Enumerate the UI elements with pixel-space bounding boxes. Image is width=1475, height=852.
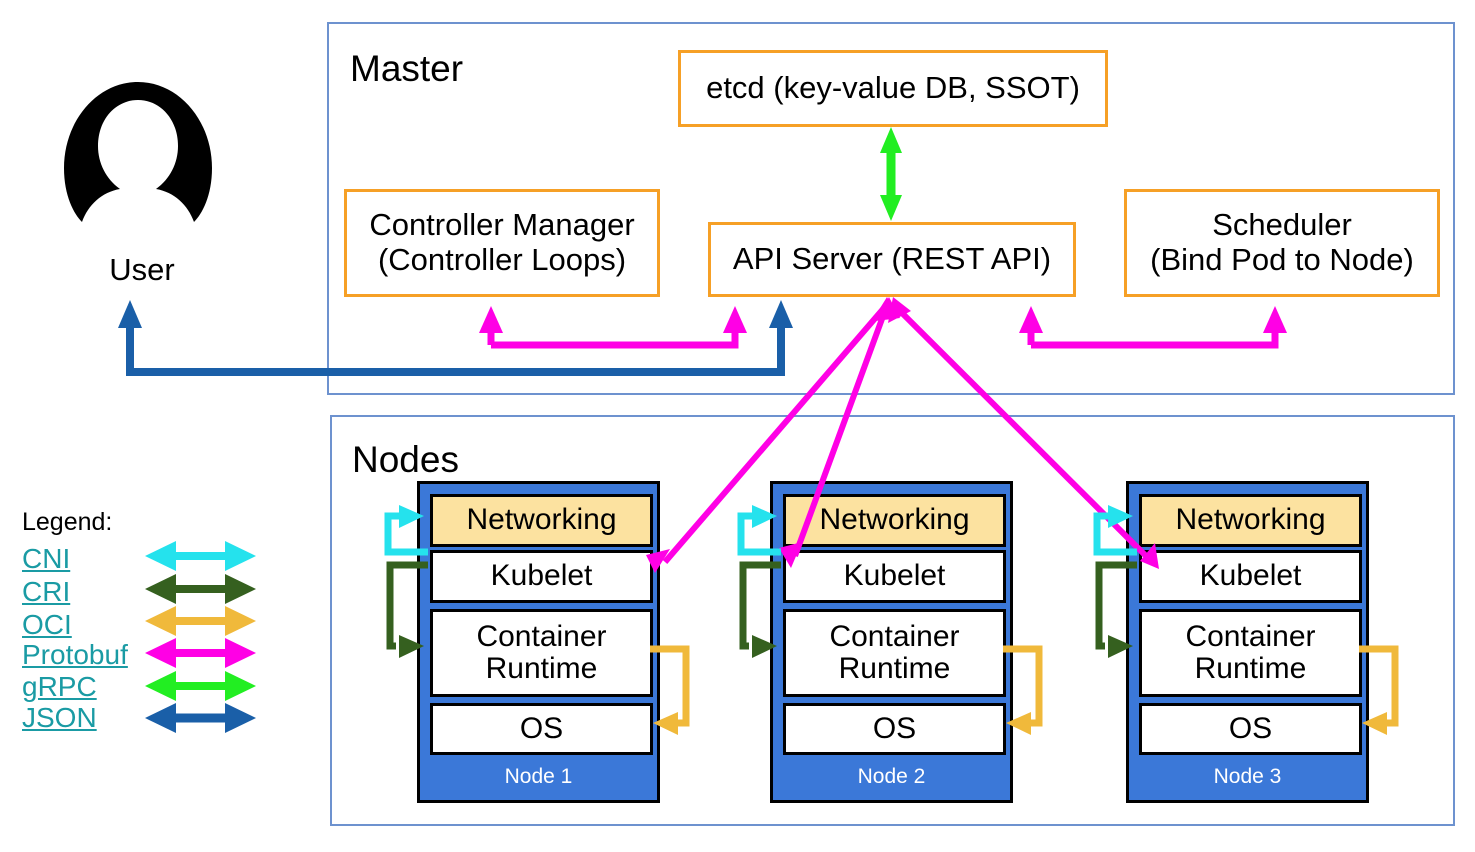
legend-title: Legend: (22, 508, 113, 536)
node-card-node-3[interactable]: Networking Kubelet Container Runtime OS … (1126, 481, 1369, 803)
node-2-layer-kubelet[interactable]: Kubelet (783, 550, 1006, 603)
legend-label-json[interactable]: JSON (22, 702, 97, 733)
node-3-container-runtime-label-line1: Container (1185, 619, 1316, 653)
node-3-networking-label: Networking (1175, 503, 1326, 537)
node-3-kubelet-label: Kubelet (1199, 559, 1302, 593)
node-3-layer-os[interactable]: OS (1139, 703, 1362, 755)
legend-label-cri[interactable]: CRI (22, 576, 71, 607)
legend-arrow-json (145, 703, 256, 733)
master-component-etcd[interactable]: etcd (key-value DB, SSOT) (678, 50, 1108, 127)
node-2-container-runtime-label-line1: Container (829, 619, 960, 653)
node-3-name-label: Node 3 (1213, 765, 1282, 788)
legend-arrow-cri (145, 574, 256, 604)
scheduler-label-line2: (Bind Pod to Node) (1150, 242, 1414, 277)
node-2-layer-container-runtime[interactable]: Container Runtime (783, 609, 1006, 697)
node-2-os-label: OS (872, 711, 917, 745)
legend-arrow-grpc (145, 671, 256, 701)
nodes-group-title: Nodes (352, 439, 459, 480)
scheduler-label-line1: Scheduler (1212, 207, 1352, 243)
node-card-node-1[interactable]: Networking Kubelet Container Runtime OS … (417, 481, 660, 803)
nodes-group-container (330, 415, 1455, 826)
node-1-layer-kubelet[interactable]: Kubelet (430, 550, 653, 603)
node-2-layer-os[interactable]: OS (783, 703, 1006, 755)
legend-label-oci[interactable]: OCI (22, 609, 72, 640)
node-3-layer-container-runtime[interactable]: Container Runtime (1139, 609, 1362, 697)
node-2-name-label: Node 2 (857, 765, 926, 788)
master-component-scheduler[interactable]: Scheduler (Bind Pod to Node) (1124, 189, 1440, 297)
node-card-node-2[interactable]: Networking Kubelet Container Runtime OS … (770, 481, 1013, 803)
api-server-label: API Server (REST API) (732, 241, 1052, 277)
controller-manager-label-line2: (Controller Loops) (377, 242, 627, 277)
legend-label-protobuf[interactable]: Protobuf (22, 639, 128, 670)
legend-label-cni[interactable]: CNI (22, 543, 71, 574)
controller-manager-label-line1: Controller Manager (369, 207, 635, 243)
node-1-container-runtime-label-line1: Container (476, 619, 607, 653)
node-1-kubelet-label: Kubelet (490, 559, 593, 593)
node-3-container-runtime-label-line2: Runtime (1194, 652, 1307, 685)
node-1-name-label: Node 1 (504, 765, 573, 788)
node-2-kubelet-label: Kubelet (843, 559, 946, 593)
node-2-container-runtime-label-line2: Runtime (838, 652, 951, 685)
legend-label-grpc[interactable]: gRPC (22, 671, 97, 702)
node-3-layer-networking[interactable]: Networking (1139, 494, 1362, 547)
master-component-controller-manager[interactable]: Controller Manager (Controller Loops) (344, 189, 660, 297)
node-1-layer-container-runtime[interactable]: Container Runtime (430, 609, 653, 697)
master-group-container (327, 22, 1455, 395)
user-label: User (109, 252, 175, 287)
node-1-container-runtime-label-line2: Runtime (485, 652, 598, 685)
etcd-label: etcd (key-value DB, SSOT) (706, 70, 1080, 106)
node-1-layer-networking[interactable]: Networking (430, 494, 653, 547)
node-2-layer-networking[interactable]: Networking (783, 494, 1006, 547)
legend-arrow-cni (145, 541, 256, 571)
node-1-networking-label: Networking (466, 503, 617, 537)
node-1-os-label: OS (519, 711, 564, 745)
node-3-layer-kubelet[interactable]: Kubelet (1139, 550, 1362, 603)
master-component-api-server[interactable]: API Server (REST API) (708, 222, 1076, 297)
node-3-os-label: OS (1228, 711, 1273, 745)
node-2-networking-label: Networking (819, 503, 970, 537)
legend-arrow-oci (145, 606, 256, 636)
legend-arrow-protobuf (145, 638, 256, 668)
master-group-title: Master (350, 48, 464, 89)
node-1-layer-os[interactable]: OS (430, 703, 653, 755)
